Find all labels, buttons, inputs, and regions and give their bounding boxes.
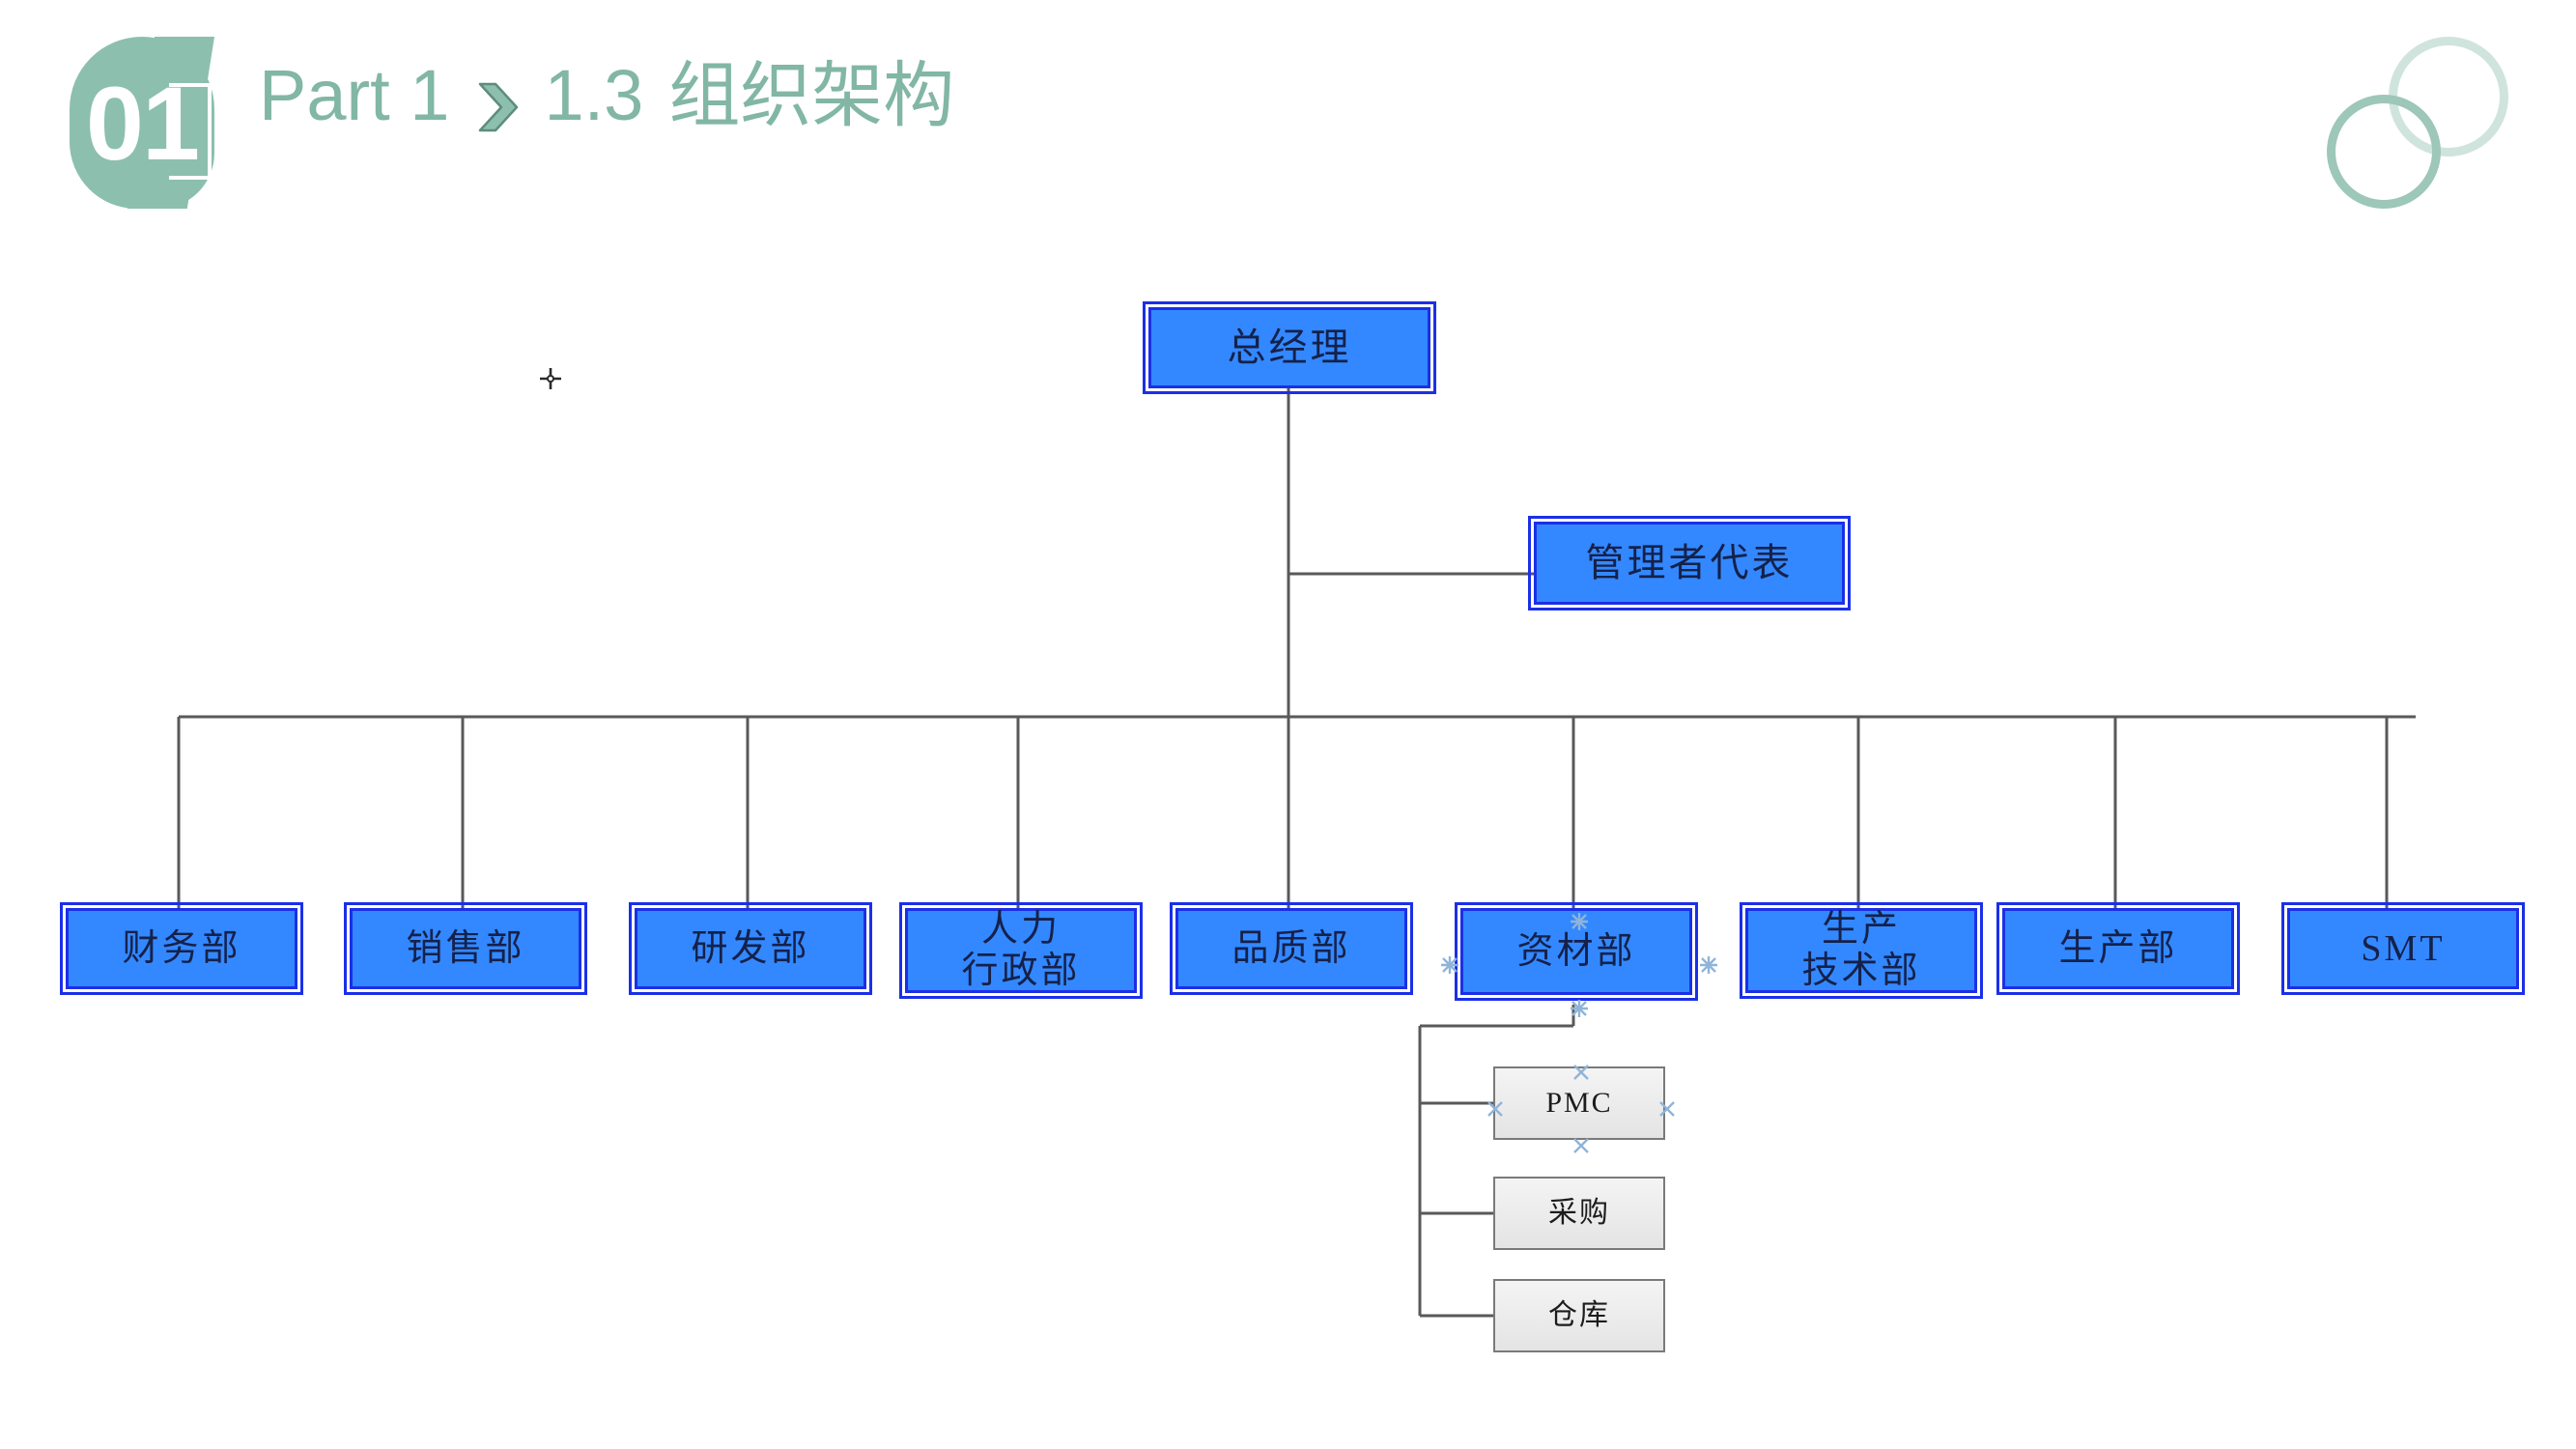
chevron-right-icon (474, 69, 519, 132)
org-node-label: 仓库 (1548, 1299, 1610, 1332)
org-node-label: 采购 (1548, 1197, 1610, 1230)
selection-handle-right[interactable] (1656, 1094, 1678, 1117)
badge-number-outline (169, 83, 212, 180)
selection-handle-bottom[interactable] (1571, 1131, 1592, 1153)
slide-header: 01 Part 1 1.3 组织架构 (0, 0, 2576, 242)
org-node-label: 销售部 (406, 927, 525, 969)
org-node-rnd[interactable]: 研发部 (629, 902, 872, 995)
selection-handle-top[interactable] (1571, 1058, 1592, 1080)
org-node-quality[interactable]: 品质部 (1170, 902, 1413, 995)
org-node-label: 资材部 (1516, 930, 1636, 972)
org-node-sales[interactable]: 销售部 (344, 902, 587, 995)
org-node-smt[interactable]: SMT (2281, 902, 2525, 995)
part-label: Part 1 (259, 55, 450, 135)
org-node-finance[interactable]: 财务部 (60, 902, 303, 995)
org-node-label-line2: 行政部 (961, 951, 1081, 991)
org-node-label: 研发部 (691, 927, 810, 969)
section-title: 组织架构 (668, 55, 955, 135)
org-node-purchasing[interactable]: 采购 (1493, 1177, 1665, 1250)
selection-handle-right[interactable] (1698, 944, 1719, 974)
org-node-hr-admin[interactable]: 人力 行政部 (899, 902, 1143, 999)
org-node-management-representative[interactable]: 管理者代表 (1528, 516, 1851, 611)
org-node-label: SMT (2361, 927, 2446, 969)
section-number-badge: 01 (70, 37, 229, 209)
org-node-label: 管理者代表 (1585, 540, 1794, 584)
org-node-label: PMC (1545, 1087, 1613, 1120)
org-node-production[interactable]: 生产部 (1996, 902, 2240, 995)
overlapping-circles-icon (2315, 37, 2508, 209)
org-node-label: 生产部 (2058, 927, 2178, 969)
org-node-production-technology[interactable]: 生产 技术部 (1740, 902, 1983, 999)
org-node-general-manager[interactable]: 总经理 (1143, 301, 1436, 394)
org-node-warehouse[interactable]: 仓库 (1493, 1279, 1665, 1352)
selection-handle-left[interactable] (1439, 944, 1460, 974)
selection-handle-left[interactable] (1485, 1094, 1506, 1117)
org-node-label: 财务部 (122, 927, 241, 969)
org-node-label: 品质部 (1231, 927, 1351, 969)
org-node-materials[interactable]: 资材部 (1441, 902, 1717, 1017)
org-node-label: 总经理 (1227, 325, 1352, 369)
org-node-label-line1: 人力 (980, 909, 1061, 951)
crosshair-cursor (537, 365, 564, 392)
org-node-label-line1: 生产 (1821, 909, 1901, 951)
selection-handle-top[interactable] (1569, 900, 1590, 930)
org-node-pmc[interactable]: PMC (1487, 1065, 1675, 1153)
org-node-label-line2: 技术部 (1801, 951, 1921, 991)
decoration-circle-dark (2327, 95, 2441, 209)
page-title: Part 1 1.3 组织架构 (259, 55, 955, 135)
section-number: 1.3 (544, 55, 644, 135)
selection-handle-bottom[interactable] (1569, 987, 1590, 1017)
